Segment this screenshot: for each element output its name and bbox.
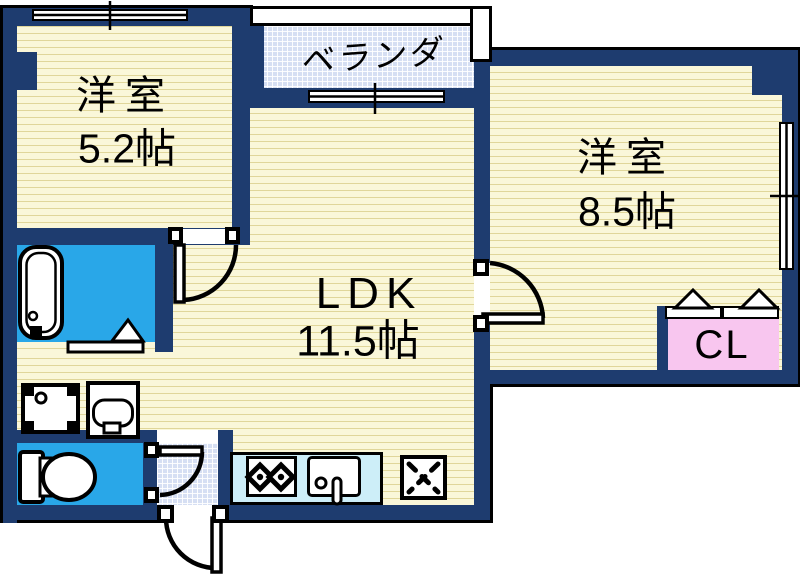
ldk-name-label: LDK bbox=[315, 269, 423, 318]
balcony-railing-right bbox=[470, 6, 492, 62]
ldk-size-label: 11.5帖 bbox=[296, 317, 420, 366]
sink-box bbox=[307, 456, 361, 497]
entry-floor bbox=[157, 443, 218, 505]
toilet-floor bbox=[17, 443, 143, 505]
bedroom1-window bbox=[32, 9, 188, 21]
bathroom-floor bbox=[17, 243, 155, 342]
wall-balcony-left bbox=[248, 8, 264, 108]
wall-closet-left bbox=[657, 306, 668, 370]
balcony-railing-top bbox=[250, 6, 492, 26]
bedroom2-size-label: 8.5帖 bbox=[578, 188, 676, 235]
ldk-floor-upper bbox=[248, 100, 474, 228]
closet-door-panel-right bbox=[722, 306, 779, 319]
wall-bedroom2-top bbox=[476, 50, 798, 66]
range-hood-box bbox=[400, 455, 447, 500]
bedroom1-floor bbox=[17, 20, 232, 228]
bedroom2-door-opening bbox=[474, 263, 490, 318]
bedroom2-name-label: 洋室 bbox=[577, 136, 675, 180]
entry-hall-door-opening bbox=[157, 430, 218, 443]
wall-left bbox=[3, 8, 17, 523]
balcony-floor bbox=[262, 26, 474, 90]
stove-box bbox=[246, 456, 297, 497]
bedroom1-name-label: 洋室 bbox=[76, 74, 174, 118]
ldk-window bbox=[308, 90, 445, 103]
wall-bedroom1-pilaster bbox=[17, 52, 37, 90]
entrance-opening bbox=[160, 505, 226, 523]
wall-entry-right bbox=[218, 430, 233, 520]
closet-label: CL bbox=[694, 323, 750, 367]
bedroom1-door-opening bbox=[173, 229, 237, 244]
wall-bottom bbox=[3, 505, 487, 520]
bathroom-step-strip bbox=[17, 342, 155, 352]
wall-bedroom2-bottom bbox=[476, 370, 798, 384]
wall-bathroom-right bbox=[155, 228, 173, 352]
closet-door-panel-left bbox=[665, 306, 722, 319]
bedroom1-size-label: 5.2帖 bbox=[78, 125, 176, 172]
bedroom2-window bbox=[779, 122, 794, 270]
closet-area bbox=[668, 319, 779, 370]
wall-bedroom1-right bbox=[232, 8, 250, 245]
